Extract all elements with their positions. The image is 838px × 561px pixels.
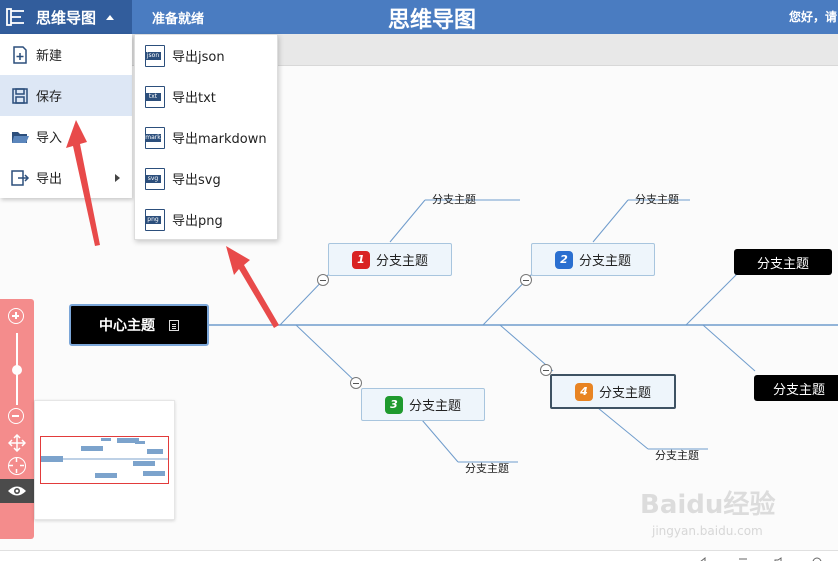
menu-item-export[interactable]: 导出 bbox=[0, 157, 132, 198]
new-file-icon bbox=[10, 45, 30, 65]
watermark-url: jingyan.baidu.com bbox=[652, 524, 763, 538]
selected-branch-topic-node[interactable]: 4 分支主题 bbox=[550, 374, 676, 409]
collapse-toggle[interactable] bbox=[540, 364, 552, 376]
zoom-slider-handle[interactable] bbox=[12, 365, 22, 375]
export-icon bbox=[10, 168, 30, 188]
list-icon[interactable] bbox=[738, 552, 748, 561]
collapse-toggle[interactable] bbox=[317, 274, 329, 286]
save-icon bbox=[10, 86, 30, 106]
menu-item-label: 保存 bbox=[36, 90, 63, 105]
export-png-item[interactable]: png 导出png bbox=[135, 199, 277, 240]
branch-topic-node[interactable]: 2 分支主题 bbox=[531, 243, 655, 276]
branch-topic-label: 分支主题 bbox=[578, 254, 631, 269]
submenu-arrow-icon bbox=[115, 173, 120, 182]
json-file-icon: json bbox=[145, 44, 165, 67]
prev-icon[interactable] bbox=[698, 552, 708, 561]
info-icon[interactable] bbox=[812, 552, 822, 561]
branch-topic-label: 分支主题 bbox=[375, 254, 428, 269]
leaf-topic[interactable]: 分支主题 bbox=[655, 449, 699, 462]
menu-item-save[interactable]: 保存 bbox=[0, 75, 132, 116]
zoom-out-icon[interactable] bbox=[8, 408, 24, 424]
status-text: 准备就绪 bbox=[152, 12, 205, 27]
zoom-in-icon[interactable] bbox=[8, 308, 24, 324]
menu-item-label: 导入 bbox=[36, 131, 63, 146]
file-menu: 新建 保存 导入 导出 bbox=[0, 34, 132, 198]
status-bar bbox=[0, 550, 838, 561]
export-item-label: 导出png bbox=[172, 214, 223, 229]
branch-topic-node[interactable]: 分支主题 bbox=[734, 249, 832, 275]
priority-2-icon: 2 bbox=[554, 250, 573, 269]
branch-topic-label: 分支主题 bbox=[756, 256, 809, 272]
caret-up-icon bbox=[106, 14, 115, 20]
mindmap-logo-icon bbox=[5, 6, 27, 28]
export-json-item[interactable]: json 导出json bbox=[135, 35, 277, 76]
minimap[interactable] bbox=[34, 400, 175, 520]
markdown-file-icon: mark bbox=[145, 126, 165, 149]
zoom-panel bbox=[0, 299, 34, 539]
branch-topic-node[interactable]: 分支主题 bbox=[754, 375, 838, 401]
menu-item-label: 新建 bbox=[36, 49, 63, 64]
branch-topic-node[interactable]: 1 分支主题 bbox=[328, 243, 452, 276]
locate-center-icon[interactable] bbox=[8, 457, 26, 475]
export-item-label: 导出json bbox=[172, 50, 225, 65]
priority-4-icon: 4 bbox=[574, 382, 593, 401]
eye-icon[interactable] bbox=[0, 479, 34, 503]
leaf-topic[interactable]: 分支主题 bbox=[432, 193, 476, 206]
minimap-viewport[interactable] bbox=[40, 436, 169, 484]
txt-file-icon: txt bbox=[145, 85, 165, 108]
export-item-label: 导出markdown bbox=[172, 132, 267, 147]
note-icon[interactable] bbox=[169, 319, 179, 331]
speaker-icon[interactable] bbox=[774, 552, 784, 561]
branch-topic-label: 分支主题 bbox=[598, 386, 651, 401]
user-greeting[interactable]: 您好，请 bbox=[789, 10, 838, 24]
collapse-toggle[interactable] bbox=[520, 274, 532, 286]
app-title: 思维导图 bbox=[388, 8, 477, 33]
leaf-topic[interactable]: 分支主题 bbox=[465, 462, 509, 475]
watermark-logo: Baidu经验 bbox=[640, 490, 776, 520]
move-icon[interactable] bbox=[7, 433, 27, 453]
export-svg-item[interactable]: svg 导出svg bbox=[135, 158, 277, 199]
png-file-icon: png bbox=[145, 208, 165, 231]
main-menu-button[interactable]: 思维导图 bbox=[0, 0, 132, 34]
export-submenu: json 导出json txt 导出txt mark 导出markdown sv… bbox=[134, 34, 278, 240]
central-topic-node[interactable]: 中心主题 bbox=[69, 304, 209, 346]
minimap-preview bbox=[41, 438, 169, 478]
folder-open-icon bbox=[10, 127, 30, 147]
branch-topic-node[interactable]: 3 分支主题 bbox=[361, 388, 485, 421]
leaf-topic[interactable]: 分支主题 bbox=[635, 193, 679, 206]
collapse-toggle[interactable] bbox=[350, 377, 362, 389]
menu-item-new[interactable]: 新建 bbox=[0, 34, 132, 75]
top-bar: 思维导图 准备就绪 思维导图 您好，请 bbox=[0, 0, 838, 34]
priority-3-icon: 3 bbox=[384, 395, 403, 414]
central-topic-label: 中心主题 bbox=[99, 318, 155, 334]
menu-item-import[interactable]: 导入 bbox=[0, 116, 132, 157]
branch-topic-label: 分支主题 bbox=[772, 382, 825, 398]
svg-file-icon: svg bbox=[145, 167, 165, 190]
priority-1-icon: 1 bbox=[351, 250, 370, 269]
menu-item-label: 导出 bbox=[36, 172, 63, 187]
export-txt-item[interactable]: txt 导出txt bbox=[135, 76, 277, 117]
export-markdown-item[interactable]: mark 导出markdown bbox=[135, 117, 277, 158]
export-item-label: 导出svg bbox=[172, 173, 221, 188]
brand-label: 思维导图 bbox=[36, 8, 97, 27]
export-item-label: 导出txt bbox=[172, 91, 216, 106]
branch-topic-label: 分支主题 bbox=[408, 399, 461, 414]
